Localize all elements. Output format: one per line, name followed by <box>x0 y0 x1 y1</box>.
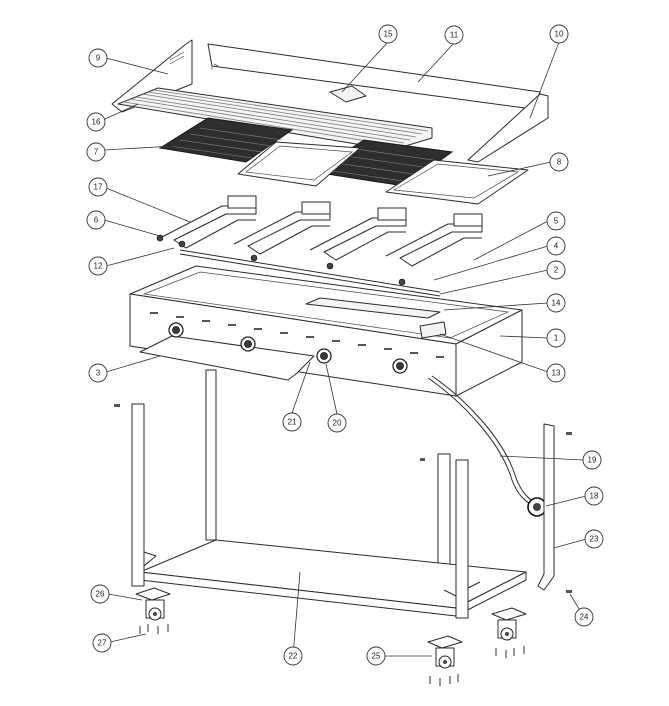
side-bracket <box>537 423 555 591</box>
callout-20: 20 <box>327 413 347 433</box>
callout-22: 22 <box>283 646 303 666</box>
callout-15: 15 <box>378 24 398 44</box>
callout-7: 7 <box>86 142 106 162</box>
leg-front-right <box>455 459 469 619</box>
cross-bar <box>305 297 441 319</box>
callout-16: 16 <box>86 112 106 132</box>
callout-9: 9 <box>88 48 108 68</box>
callout-18: 18 <box>584 486 604 506</box>
callout-14: 14 <box>546 293 566 313</box>
caster-front-middle <box>427 635 463 669</box>
callout-16-label: 16 <box>92 118 101 127</box>
gas-hose-assembly <box>427 375 547 517</box>
callout-7-label: 7 <box>94 148 99 157</box>
windshield-back-panel <box>207 43 541 111</box>
callout-2-label: 2 <box>554 266 559 275</box>
callout-6-label: 6 <box>94 216 99 225</box>
callout-19-label: 19 <box>588 456 597 465</box>
callout-12: 12 <box>88 256 108 276</box>
leg-rear-left <box>205 369 217 541</box>
callout-8: 8 <box>549 152 569 172</box>
callout-20-label: 20 <box>333 419 342 428</box>
windshield-right-panel <box>467 93 549 163</box>
callout-22-label: 22 <box>289 652 298 661</box>
callout-11-label: 11 <box>450 31 459 40</box>
callout-3: 3 <box>88 363 108 383</box>
burner-1 <box>159 205 257 249</box>
callout-10: 10 <box>549 24 569 44</box>
caster-bolts <box>139 624 525 686</box>
callout-17-label: 17 <box>94 183 103 192</box>
callout-15-label: 15 <box>384 30 393 39</box>
callout-18-label: 18 <box>590 492 599 501</box>
callout-12-label: 12 <box>94 262 103 271</box>
burner-4 <box>385 223 483 267</box>
callout-5: 5 <box>546 211 566 231</box>
callout-23: 23 <box>584 529 604 549</box>
leader-lines <box>102 41 587 657</box>
leg-front-left <box>131 403 145 587</box>
callout-8-label: 8 <box>557 158 562 167</box>
callout-19: 19 <box>582 450 602 470</box>
windshield-assembly <box>111 39 549 163</box>
callout-27: 27 <box>92 633 112 653</box>
callout-5-label: 5 <box>554 217 559 226</box>
callout-26-label: 26 <box>96 590 105 599</box>
callout-17: 17 <box>88 177 108 197</box>
callout-25: 25 <box>366 646 386 666</box>
callout-25-label: 25 <box>372 652 381 661</box>
drip-tray <box>139 335 315 381</box>
burners <box>156 195 483 297</box>
callout-27-label: 27 <box>98 639 107 648</box>
gas-manifold <box>179 249 441 297</box>
callout-13-label: 13 <box>552 369 561 378</box>
hot-plates <box>237 141 529 205</box>
stand-frame <box>114 369 572 619</box>
gas-hose <box>427 377 535 507</box>
callout-4: 4 <box>546 236 566 256</box>
callout-1: 1 <box>546 328 566 348</box>
callout-10-label: 10 <box>555 30 564 39</box>
callout-21-label: 21 <box>288 418 297 427</box>
callout-1-label: 1 <box>554 334 559 343</box>
burner-2 <box>233 211 331 255</box>
body-right-side <box>455 309 523 397</box>
callout-11: 11 <box>444 25 464 45</box>
burner-3 <box>309 217 407 261</box>
callout-24: 24 <box>574 607 594 627</box>
callout-6: 6 <box>86 210 106 230</box>
callout-4-label: 4 <box>554 242 559 251</box>
caster-left <box>135 587 171 621</box>
callout-26: 26 <box>90 584 110 604</box>
callout-14-label: 14 <box>552 299 561 308</box>
callout-23-label: 23 <box>590 535 599 544</box>
grate-left <box>158 117 294 163</box>
grill-body <box>129 265 523 397</box>
rack-bracket <box>329 85 367 103</box>
windshield-left-panel <box>111 39 193 113</box>
casters <box>135 587 527 686</box>
screws <box>114 404 572 593</box>
control-knobs <box>168 322 408 374</box>
callout-3-label: 3 <box>96 369 101 378</box>
callout-24-label: 24 <box>580 613 589 622</box>
callout-21: 21 <box>282 412 302 432</box>
caster-rear-right <box>491 607 527 641</box>
valve-bracket <box>419 321 447 339</box>
callout-9-label: 9 <box>96 54 101 63</box>
callout-2: 2 <box>546 260 566 280</box>
hot-plate-left <box>237 141 361 187</box>
callout-13: 13 <box>546 363 566 383</box>
